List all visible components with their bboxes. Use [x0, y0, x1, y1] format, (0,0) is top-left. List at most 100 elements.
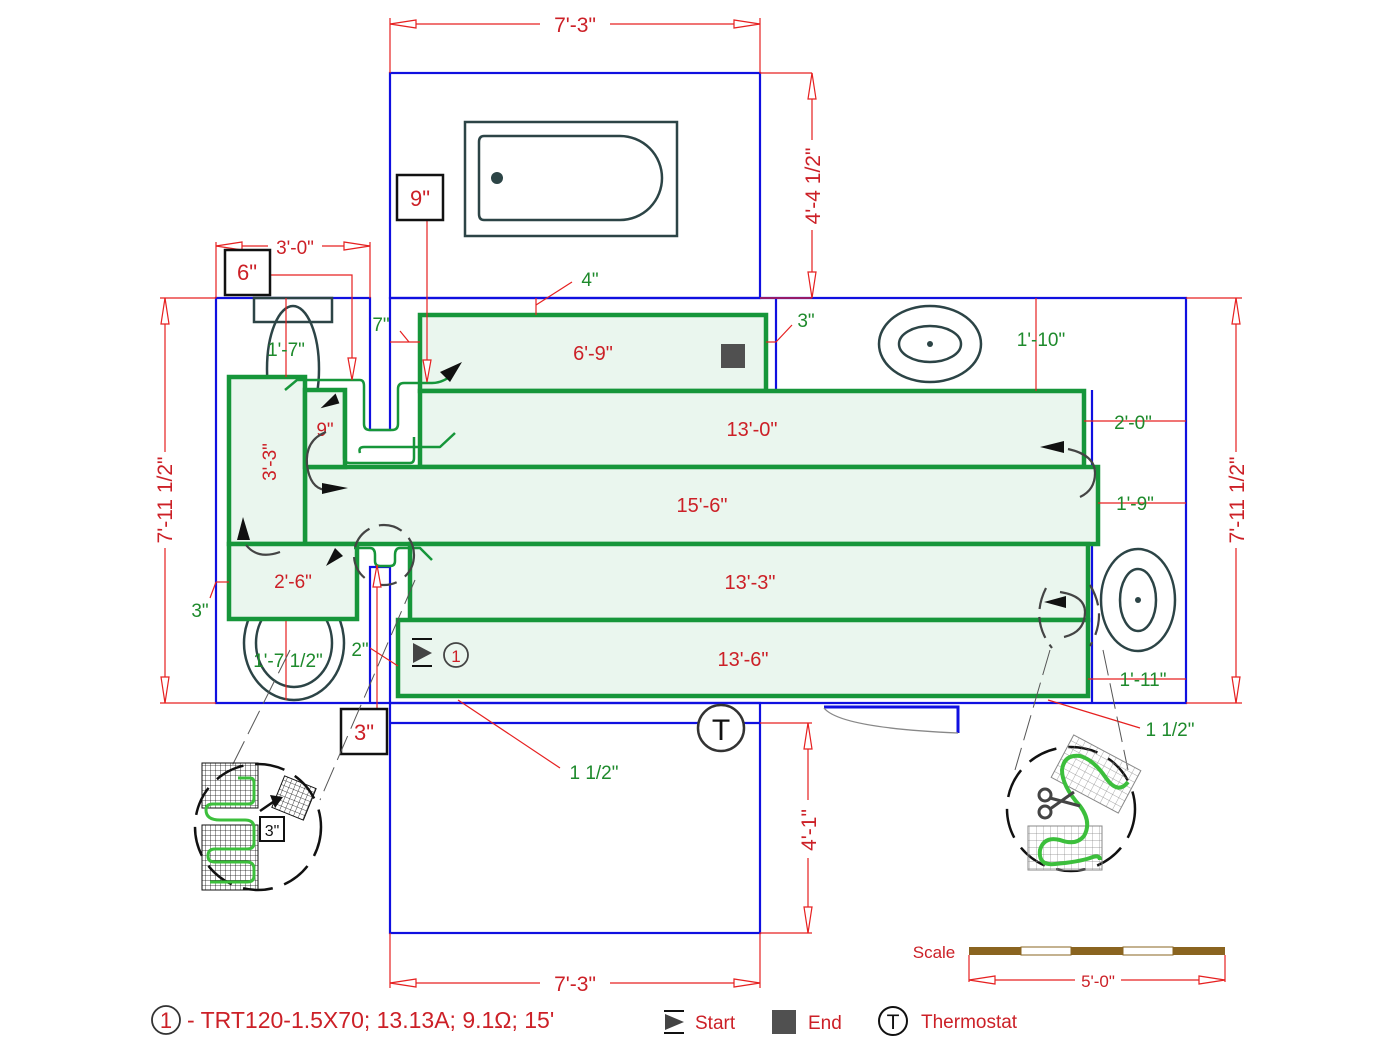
dim-bottom-room-depth: 4'-1" [798, 809, 821, 851]
detail-box-3 [259, 816, 285, 842]
legend-end-label: End [808, 1013, 842, 1034]
arrow-icon [1040, 441, 1064, 453]
mat-13-0 [417, 388, 1087, 470]
mat-label-15-6: 15'-6" [677, 495, 728, 517]
callout-text-3: 3" [354, 720, 374, 745]
arrow-icon [1044, 596, 1066, 608]
clearance-2-0: 2'-0" [1114, 413, 1152, 434]
dim-top-width: 7'-3" [554, 14, 596, 37]
turn-arrows [237, 362, 1100, 649]
detail-right-cut [1005, 734, 1142, 873]
bathtub-outer [463, 120, 679, 238]
clearance-3-top: 3" [797, 311, 814, 332]
clearance-1-half-bottom: 1 1/2" [569, 763, 618, 784]
legend-circuit-circle [151, 1005, 181, 1035]
door-frame [824, 705, 960, 733]
legend-thermostat-label: Thermostat [921, 1012, 1018, 1033]
sink-right-drain-icon [1135, 597, 1141, 603]
callout-text-6: 6" [237, 260, 257, 285]
bottom-room-wall [388, 701, 762, 935]
clearance-1-half-right: 1 1/2" [1145, 720, 1194, 741]
detail-circle-arc [1038, 587, 1053, 649]
cable-run-bottom [354, 546, 433, 568]
scale-length: 5'-0" [1081, 972, 1115, 991]
detail-circle [352, 523, 416, 587]
bathtub-basin [477, 134, 664, 222]
arrow-icon [237, 517, 250, 540]
legend-circuit-text: - TRT120-1.5X70; 13.13A; 9.1Ω; 15' [187, 1007, 554, 1033]
clearance-1-9: 1'-9" [1116, 494, 1154, 515]
dim-left-height: 7'-11 1/2" [154, 457, 177, 544]
mat-label-13-6: 13'-6" [718, 649, 769, 671]
mat-6-9 [417, 312, 769, 394]
mat-label-13-3: 13'-3" [725, 572, 776, 594]
detail-leader [319, 579, 416, 801]
clearance-4: 4" [581, 270, 598, 291]
mat-15-6 [302, 464, 1101, 547]
mat-labels: 6'-9" 13'-0" 15'-6" 13'-3" 13'-6" 3'-3" … [260, 343, 777, 671]
thermostat-letter: T [712, 714, 730, 747]
cable-run-top [284, 376, 449, 432]
bathtub-drain-icon [491, 172, 503, 184]
detail-circle-arc [1089, 584, 1100, 647]
turn-arc [305, 430, 327, 492]
turn-arc [1067, 447, 1097, 498]
clearance-3-left: 3" [191, 601, 208, 622]
legend-end-icon [772, 1010, 796, 1034]
dimension-lines: 7'-3" 4'-4 1/2" 3'-0" 7'-11 1/2" 7'-11 1 [152, 14, 1250, 996]
heating-mats [226, 312, 1101, 699]
callout-box-6 [223, 248, 272, 297]
scale-bar: Scale 5'-0" [913, 943, 1226, 991]
clearance-7: 7" [372, 315, 389, 336]
circuit-number-circle [443, 642, 469, 668]
callout-text-9: 9" [410, 186, 430, 211]
legend-circuit-number: 1 [160, 1008, 172, 1033]
fixtures [242, 120, 1177, 702]
detail-leader [1102, 649, 1129, 771]
turn-arc [245, 544, 281, 556]
dim-right-height: 7'-11 1/2" [1226, 457, 1249, 544]
scale-label: Scale [913, 943, 956, 962]
clearance-1-7: 1'-7" [267, 340, 305, 361]
legend-thermostat-letter: T [887, 1011, 900, 1034]
sink-top-drain-icon [927, 341, 933, 347]
legend-thermostat-icon [878, 1006, 908, 1036]
sink-right-outer [1099, 547, 1177, 653]
arrow-icon [440, 362, 462, 382]
clearance-labels: 4" 3" 7" 1'-7" 1'-10" 2'-0" 1'-9" 1'-11"… [191, 270, 1194, 784]
end-marker-icon [721, 344, 745, 368]
scissors-icon [1037, 787, 1081, 820]
legend-start-label: Start [695, 1013, 736, 1034]
mat-label-3-3: 3'-3" [260, 443, 281, 481]
callout-box-3 [339, 707, 389, 756]
cable-run-left [314, 388, 416, 465]
clearance-1-11: 1'-11" [1120, 670, 1167, 691]
detail-text-3: 3" [265, 823, 280, 840]
dim-top-room-depth: 4'-4 1/2" [802, 148, 825, 225]
sink-top-outer [877, 304, 983, 384]
thermostat-symbol: T [696, 703, 746, 753]
sink-top-inner [897, 324, 963, 364]
arrow-icon [320, 393, 340, 409]
legend-start-icon [665, 1014, 684, 1030]
toilet-tank-top [252, 296, 334, 324]
mat-label-13-0: 13'-0" [727, 419, 778, 441]
arrow-icon [322, 483, 348, 494]
callout-box-9 [395, 173, 445, 222]
circuit-number: 1 [451, 647, 460, 666]
dim-toilet-room-width: 3'-0" [276, 238, 314, 259]
clearance-2: 2" [351, 640, 368, 661]
door-swing [823, 707, 959, 734]
detail-left-gap: 3" [193, 762, 323, 892]
mat-label-2-6: 2'-6" [274, 572, 312, 593]
mat-13-3 [407, 541, 1091, 623]
mat-13-6 [395, 617, 1091, 699]
mat-label-6-9: 6'-9" [573, 343, 613, 365]
legend: 1 - TRT120-1.5X70; 13.13A; 9.1Ω; 15' Sta… [151, 1005, 1018, 1036]
arrow-icon [326, 548, 343, 566]
start-triangle-icon [413, 643, 432, 663]
detail-leader [229, 649, 291, 771]
turn-arc [1059, 590, 1087, 639]
detail-leader [1014, 649, 1051, 771]
